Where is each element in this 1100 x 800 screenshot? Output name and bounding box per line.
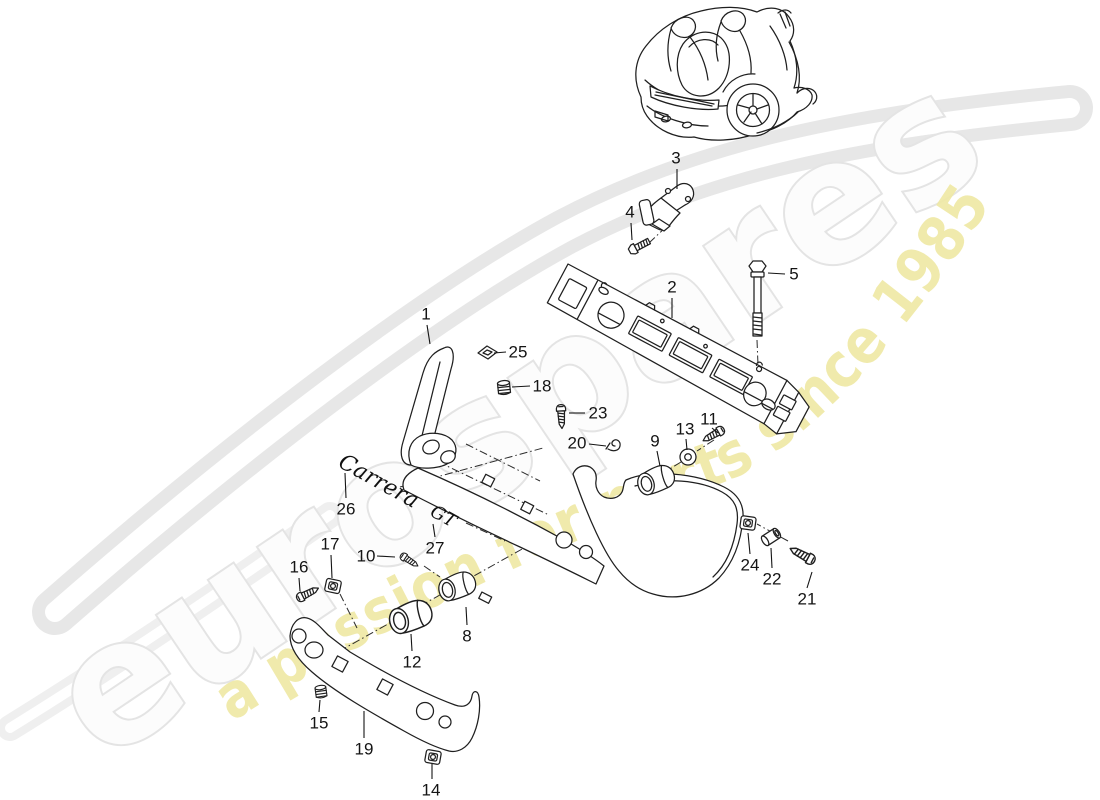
watermark-brand: eurospares (15, 33, 1017, 798)
callout-leader-18 (511, 385, 531, 388)
callout-12[interactable]: 12 (403, 653, 422, 672)
callout-leader-9 (656, 450, 661, 467)
callout-23[interactable]: 23 (589, 404, 608, 423)
part-clip-18 (496, 379, 512, 396)
car-illustration (635, 6, 818, 141)
callout-21[interactable]: 21 (798, 590, 817, 609)
callout-leader-10 (376, 555, 396, 558)
callout-16[interactable]: 16 (290, 558, 309, 577)
callout-17[interactable]: 17 (321, 535, 340, 554)
callout-2[interactable]: 2 (667, 278, 676, 297)
callout-leader-25 (493, 351, 507, 354)
callout-3[interactable]: 3 (671, 149, 680, 168)
callout-leader-12 (410, 633, 413, 652)
callout-19[interactable]: 19 (355, 740, 374, 759)
callout-5[interactable]: 5 (789, 265, 798, 284)
callout-27[interactable]: 27 (426, 539, 445, 558)
callout-20[interactable]: 20 (568, 434, 587, 453)
callout-13[interactable]: 13 (676, 420, 695, 439)
part-clip-17 (323, 577, 343, 595)
callout-leader-24 (747, 532, 751, 555)
part-bumper-cover (400, 346, 744, 604)
callout-leader-15 (318, 699, 321, 713)
callout-8[interactable]: 8 (462, 627, 471, 646)
callout-leader-5 (767, 272, 786, 275)
part-washer-13 (679, 448, 697, 466)
callout-15[interactable]: 15 (310, 714, 329, 733)
callout-11[interactable]: 11 (700, 410, 718, 429)
part-clip-20 (605, 439, 621, 452)
watermark-swoosh (0, 85, 1093, 741)
part-plate-bracket (289, 617, 481, 753)
callout-leader-16 (298, 577, 301, 592)
callout-14[interactable]: 14 (422, 781, 441, 800)
part-bracket (638, 182, 695, 232)
part-clip-14 (423, 748, 443, 766)
part-clip-15 (314, 684, 328, 700)
callout-leader-26 (344, 472, 347, 499)
callout-leader-22 (770, 547, 773, 569)
part-sleeve-22 (760, 527, 782, 547)
callout-leader-21 (806, 571, 813, 589)
callout-leader-8 (465, 606, 468, 626)
callout-leader-27 (432, 523, 436, 538)
callout-4[interactable]: 4 (625, 203, 634, 222)
callout-1[interactable]: 1 (421, 305, 430, 324)
part-clip-24 (739, 514, 757, 532)
callout-24[interactable]: 24 (741, 556, 760, 575)
callout-leader-1 (426, 324, 431, 345)
callout-26[interactable]: 26 (337, 500, 356, 519)
callout-9[interactable]: 9 (650, 432, 659, 451)
callout-22[interactable]: 22 (763, 570, 782, 589)
callout-25[interactable]: 25 (509, 343, 528, 362)
callout-leader-17 (330, 554, 333, 579)
callout-leader-13 (685, 438, 688, 451)
part-screw-21 (786, 543, 818, 567)
part-impact-bar (546, 263, 810, 435)
callout-leader-4 (630, 222, 633, 241)
callout-leader-11 (711, 427, 719, 434)
callout-18[interactable]: 18 (533, 377, 552, 396)
part-clip-25 (477, 345, 498, 360)
callout-layer: 1234589101112131415161718192021222324252… (290, 149, 817, 800)
callout-10[interactable]: 10 (357, 547, 376, 566)
part-bolt-5 (748, 260, 767, 337)
callout-leader-20 (588, 443, 607, 447)
